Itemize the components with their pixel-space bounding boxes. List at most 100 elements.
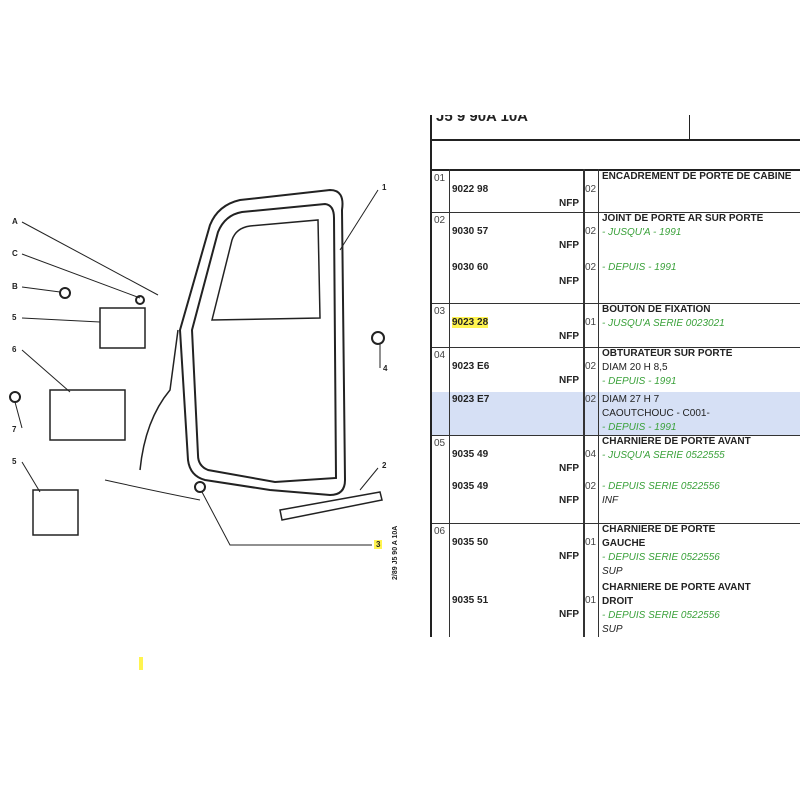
description-line: - JUSQU'A SERIE 0023021 xyxy=(602,318,725,329)
description-line: - DEPUIS SERIE 0522556 xyxy=(602,552,720,563)
table-row[interactable]: 9023 E7 02 DIAM 27 H 7 CAOUTCHOUC - C001… xyxy=(432,392,800,436)
description-line: CHARNIERE DE PORTE AVANT xyxy=(602,582,751,593)
door-frame xyxy=(178,188,347,497)
part-number: 9035 49 xyxy=(452,449,489,460)
part-number: 9035 50 xyxy=(452,537,489,548)
quantity: 02 xyxy=(585,226,597,237)
quantity: 04 xyxy=(585,449,597,460)
table-row[interactable]: 02 9030 57 NFP 02 JOINT DE PORTE AR SUR … xyxy=(432,212,800,260)
callout-a: A xyxy=(12,217,18,226)
callout-b: B xyxy=(12,282,18,291)
callout-c: C xyxy=(12,249,18,258)
description-line: INF xyxy=(602,495,619,506)
description-line: - DEPUIS - 1991 xyxy=(602,376,677,387)
part-number: 9023 28 xyxy=(452,317,489,328)
part-number: 9023 E6 xyxy=(452,361,490,372)
quantity: 02 xyxy=(585,184,597,195)
button-4 xyxy=(371,331,385,345)
table-row[interactable]: 04 9023 E6 NFP 02 OBTURATEUR SUR PORTE D… xyxy=(432,347,800,392)
part-number: 9035 49 xyxy=(452,481,489,492)
description-line: SUP xyxy=(602,566,623,577)
parts-table: J5 9 90A 10A 01 9022 98 NFP 02 ENCADREME… xyxy=(430,115,800,637)
table-row[interactable]: 05 9035 49 NFP 04 CHARNIERE DE PORTE AVA… xyxy=(432,435,800,479)
callout-5: 5 xyxy=(12,313,17,322)
quantity: 02 xyxy=(585,361,597,372)
nut-c xyxy=(135,295,145,305)
part-number: 9023 E7 xyxy=(452,394,490,405)
bolt-b xyxy=(59,287,71,299)
nfp-flag: NFP xyxy=(559,463,579,474)
blank-header-row xyxy=(432,141,800,171)
table-row[interactable]: 03 9023 28 NFP 01 BOUTON DE FIXATION - J… xyxy=(432,303,800,348)
table-row[interactable]: 01 9022 98 NFP 02 ENCADREMENT DE PORTE D… xyxy=(432,170,800,213)
part-number: 9030 57 xyxy=(452,226,489,237)
nfp-flag: NFP xyxy=(559,240,579,251)
quantity: 02 xyxy=(585,481,597,492)
description-line: - DEPUIS SERIE 0522556 xyxy=(602,481,720,492)
nfp-flag: NFP xyxy=(559,609,579,620)
nfp-flag: NFP xyxy=(559,331,579,342)
table-row[interactable]: 9035 49 NFP 02 - DEPUIS SERIE 0522556 IN… xyxy=(432,479,800,524)
item-number: 04 xyxy=(434,350,446,361)
body-panel xyxy=(139,329,179,471)
table-header: J5 9 90A 10A xyxy=(432,115,800,141)
description-line: SUP xyxy=(602,624,623,635)
drawing-code: 2/89 J5 90 A 10A xyxy=(392,525,399,580)
callout-7: 7 xyxy=(12,425,17,434)
quantity: 01 xyxy=(585,595,597,606)
button-3 xyxy=(194,481,206,493)
callout-2: 2 xyxy=(382,461,387,470)
part-number: 9022 98 xyxy=(452,184,489,195)
part-number: 9035 51 xyxy=(452,595,489,606)
hinge-5-bottom xyxy=(32,489,79,536)
description-line: CAOUTCHOUC - C001- xyxy=(602,408,710,419)
item-number: 06 xyxy=(434,526,446,537)
part-number: 9030 60 xyxy=(452,262,489,273)
quantity: 01 xyxy=(585,317,597,328)
description-line: CHARNIERE DE PORTE AVANT xyxy=(602,436,751,447)
highlight-marker xyxy=(139,657,143,670)
window xyxy=(211,219,321,321)
description-line: - JUSQU'A - 1991 xyxy=(602,227,682,238)
table-row[interactable]: 9035 51 NFP 01 CHARNIERE DE PORTE AVANT … xyxy=(432,581,800,637)
table-row[interactable]: 9030 60 NFP 02 - DEPUIS - 1991 xyxy=(432,260,800,304)
description-line: - DEPUIS - 1991 xyxy=(602,262,677,273)
quantity: 02 xyxy=(585,262,597,273)
item-number: 03 xyxy=(434,306,446,317)
quantity: 02 xyxy=(585,394,597,405)
nfp-flag: NFP xyxy=(559,551,579,562)
quantity: 01 xyxy=(585,537,597,548)
description-line: OBTURATEUR SUR PORTE xyxy=(602,348,733,359)
sill-strip xyxy=(279,491,383,521)
nfp-flag: NFP xyxy=(559,375,579,386)
description-line: GAUCHE xyxy=(602,538,646,549)
description-line: - DEPUIS - 1991 xyxy=(602,422,677,433)
door-exploded-diagram xyxy=(9,188,385,546)
hinge-5-top xyxy=(99,307,146,349)
description-line: DIAM 20 H 8,5 xyxy=(602,362,668,373)
description-line: DROIT xyxy=(602,596,634,607)
description-line: CHARNIERE DE PORTE xyxy=(602,524,716,535)
description-line: JOINT DE PORTE AR SUR PORTE xyxy=(602,213,764,224)
callout-1: 1 xyxy=(382,183,387,192)
item-number: 05 xyxy=(434,438,446,449)
callout-5b: 5 xyxy=(12,457,17,466)
item-number: 02 xyxy=(434,215,446,226)
hinge-6 xyxy=(49,389,126,441)
callout-4: 4 xyxy=(383,364,388,373)
description-line: - DEPUIS SERIE 0522556 xyxy=(602,610,720,621)
description-line: DIAM 27 H 7 xyxy=(602,394,660,405)
table-row[interactable]: 06 9035 50 NFP 01 CHARNIERE DE PORTE GAU… xyxy=(432,523,800,587)
bolt-7 xyxy=(9,391,21,403)
description-line: ENCADREMENT DE PORTE DE CABINE xyxy=(602,171,792,182)
nfp-flag: NFP xyxy=(559,198,579,209)
callout-6: 6 xyxy=(12,345,17,354)
callout-3: 3 xyxy=(374,540,383,549)
door-seal xyxy=(190,202,338,484)
catalog-code: J5 9 90A 10A xyxy=(436,115,529,125)
item-number: 01 xyxy=(434,173,446,184)
nfp-flag: NFP xyxy=(559,495,579,506)
description-line: - JUSQU'A SERIE 0522555 xyxy=(602,450,725,461)
nfp-flag: NFP xyxy=(559,276,579,287)
description-line: BOUTON DE FIXATION xyxy=(602,304,711,315)
